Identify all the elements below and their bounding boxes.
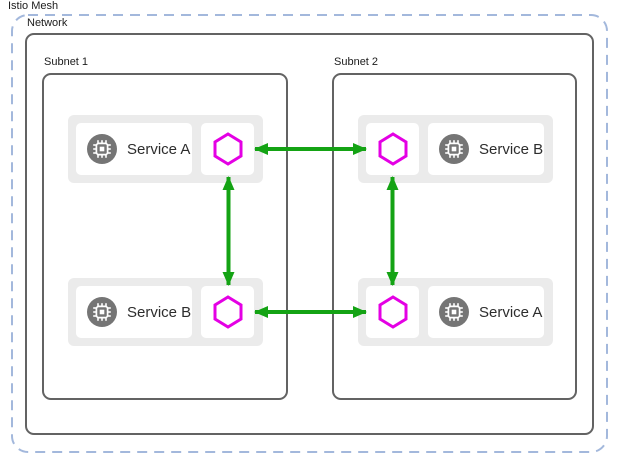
cpu-chip-icon xyxy=(87,134,117,164)
subnet2-service-a-card: Service A xyxy=(428,286,544,338)
service-name: Service A xyxy=(479,303,543,321)
envoy-proxy-hexagon-icon xyxy=(213,295,242,329)
subnet1-service-a-card: Service A xyxy=(76,123,192,175)
subnet1-label: Subnet 1 xyxy=(44,56,89,68)
subnet1-service-a-proxy-card xyxy=(201,123,254,175)
envoy-proxy-hexagon-icon xyxy=(378,132,407,166)
cpu-chip-icon xyxy=(439,134,469,164)
network-label: Network xyxy=(27,17,68,29)
envoy-proxy-hexagon-icon xyxy=(378,295,407,329)
service-name: Service B xyxy=(479,140,544,158)
subnet1-service-b-card: Service B xyxy=(76,286,192,338)
subnet1-service-b-proxy-card xyxy=(201,286,254,338)
cpu-chip-icon xyxy=(439,297,469,327)
istio-mesh-label: Istio Mesh xyxy=(8,0,59,12)
cpu-chip-icon xyxy=(87,297,117,327)
subnet2-service-a-proxy-card xyxy=(366,286,419,338)
subnet2-label: Subnet 2 xyxy=(334,56,379,68)
service-name: Service B xyxy=(127,303,192,321)
subnet2-service-a-group: Service A xyxy=(358,278,553,346)
subnet2-service-b-card: Service B xyxy=(428,123,544,175)
subnet2-service-b-group: Service B xyxy=(358,115,553,183)
service-name: Service A xyxy=(127,140,191,158)
subnet2-service-b-proxy-card xyxy=(366,123,419,175)
subnet1-service-a-group: Service A xyxy=(68,115,263,183)
subnet1-service-b-group: Service B xyxy=(68,278,263,346)
envoy-proxy-hexagon-icon xyxy=(213,132,242,166)
